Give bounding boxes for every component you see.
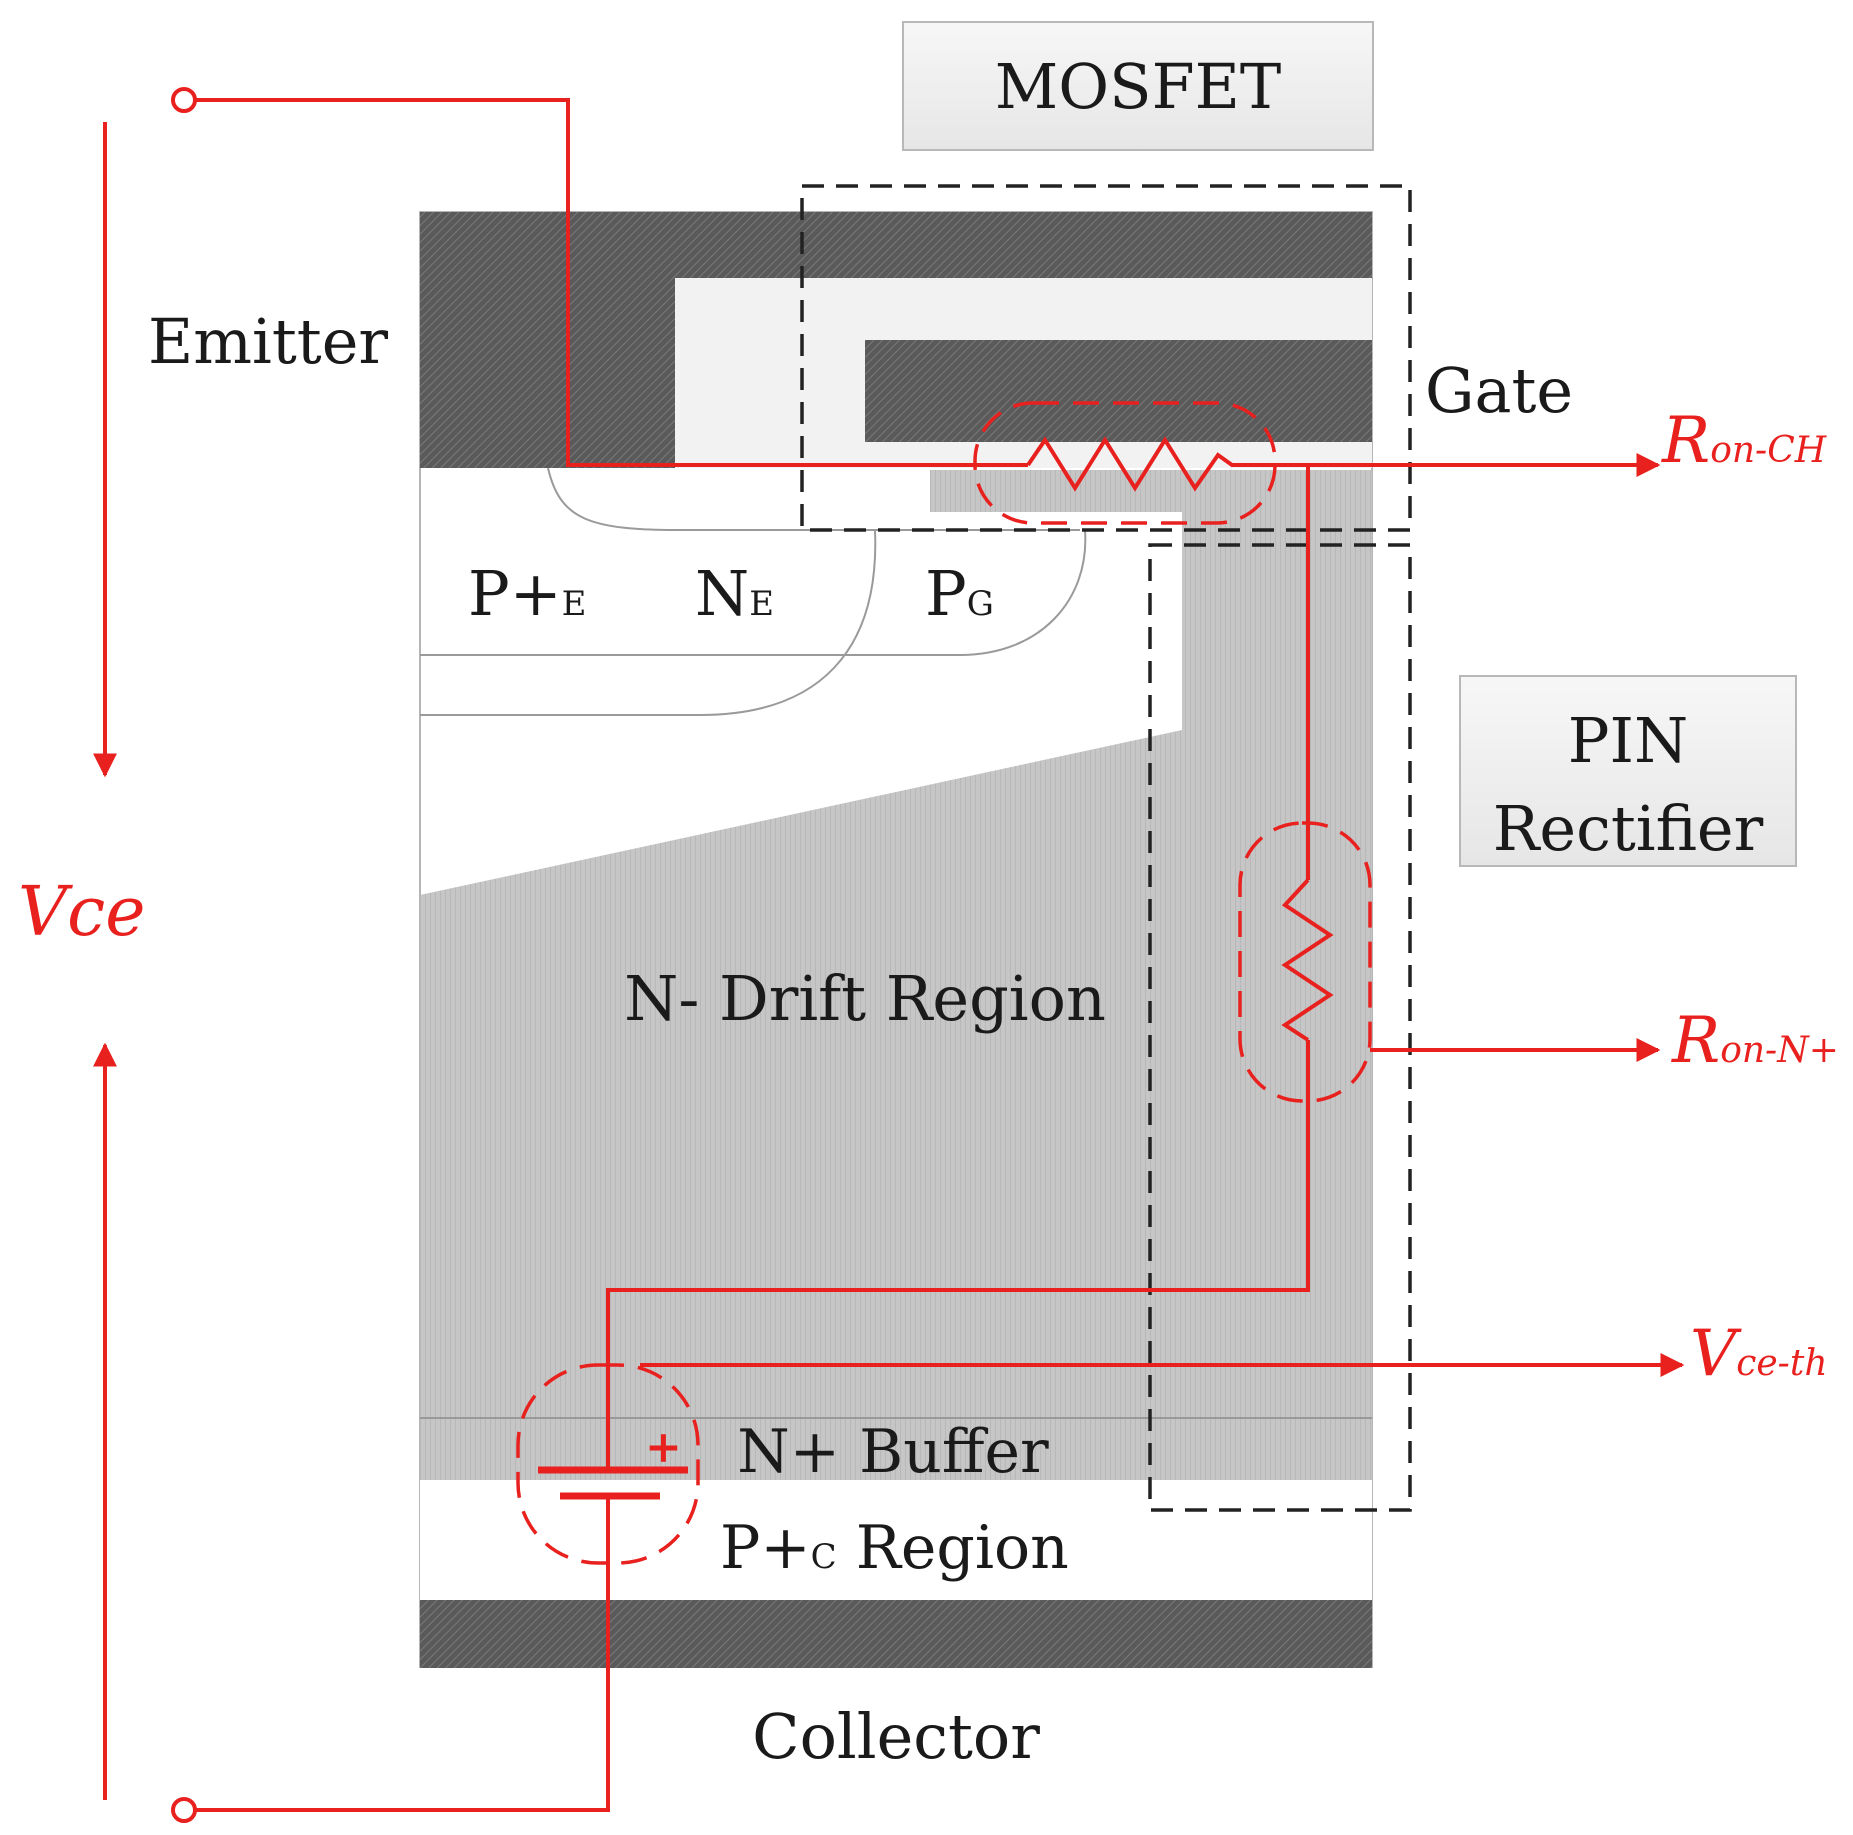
pin-label-line1: PIN: [1568, 704, 1688, 777]
channel-resistor: [1026, 436, 1308, 492]
p-plus-e-label: P+E: [468, 557, 587, 630]
gate-label: Gate: [1425, 354, 1573, 427]
n-e-junction: [420, 529, 1087, 656]
gate-electrode: [865, 340, 1372, 442]
vce-label: Vce: [18, 873, 145, 952]
collector-terminal: [171, 1797, 197, 1823]
vce-th-label: Vce-th: [1690, 1317, 1828, 1391]
drift-region-label: N- Drift Region: [624, 962, 1106, 1035]
pin-label-line2: Rectifier: [1493, 792, 1764, 865]
emitter-terminal: [171, 87, 197, 113]
channel-resistor-dashed-ring: [973, 401, 1277, 525]
mosfet-label: MOSFET: [995, 50, 1281, 123]
pin-wire-lower: [606, 1040, 1310, 1470]
p-plus-c-region: [420, 1480, 1372, 1600]
emitter-wire: [195, 98, 1028, 467]
drift-resistor-dashed-ring: [1238, 821, 1372, 1103]
p-g-junction: [420, 529, 877, 716]
mosfet-label-box: [902, 21, 1374, 151]
collector-metal: [420, 1600, 1372, 1668]
n-plus-buffer-label: N+ Buffer: [737, 1417, 1049, 1487]
collector-wire: [195, 1496, 610, 1812]
p-plus-c-label: P+C Region: [720, 1513, 1069, 1583]
p-plus-e-junction: [547, 467, 1080, 531]
n-drift-region: [420, 512, 1372, 1480]
pin-label-box: [1459, 675, 1797, 867]
p-g-label: PG: [925, 557, 994, 630]
emitter-metal: [420, 212, 1372, 468]
battery-dashed-ring: [516, 1363, 700, 1565]
p-g-channel-strip: [930, 470, 1372, 512]
emitter-label: Emitter: [148, 305, 388, 378]
drift-resistor: [1281, 878, 1334, 1042]
collector-label: Collector: [752, 1700, 1040, 1773]
n-e-label: NE: [695, 557, 774, 630]
ron-ch-label: Ron-CH: [1661, 404, 1827, 478]
battery-plus-sign: +: [645, 1422, 682, 1473]
ron-n-label: Ron-N+: [1671, 1004, 1839, 1078]
